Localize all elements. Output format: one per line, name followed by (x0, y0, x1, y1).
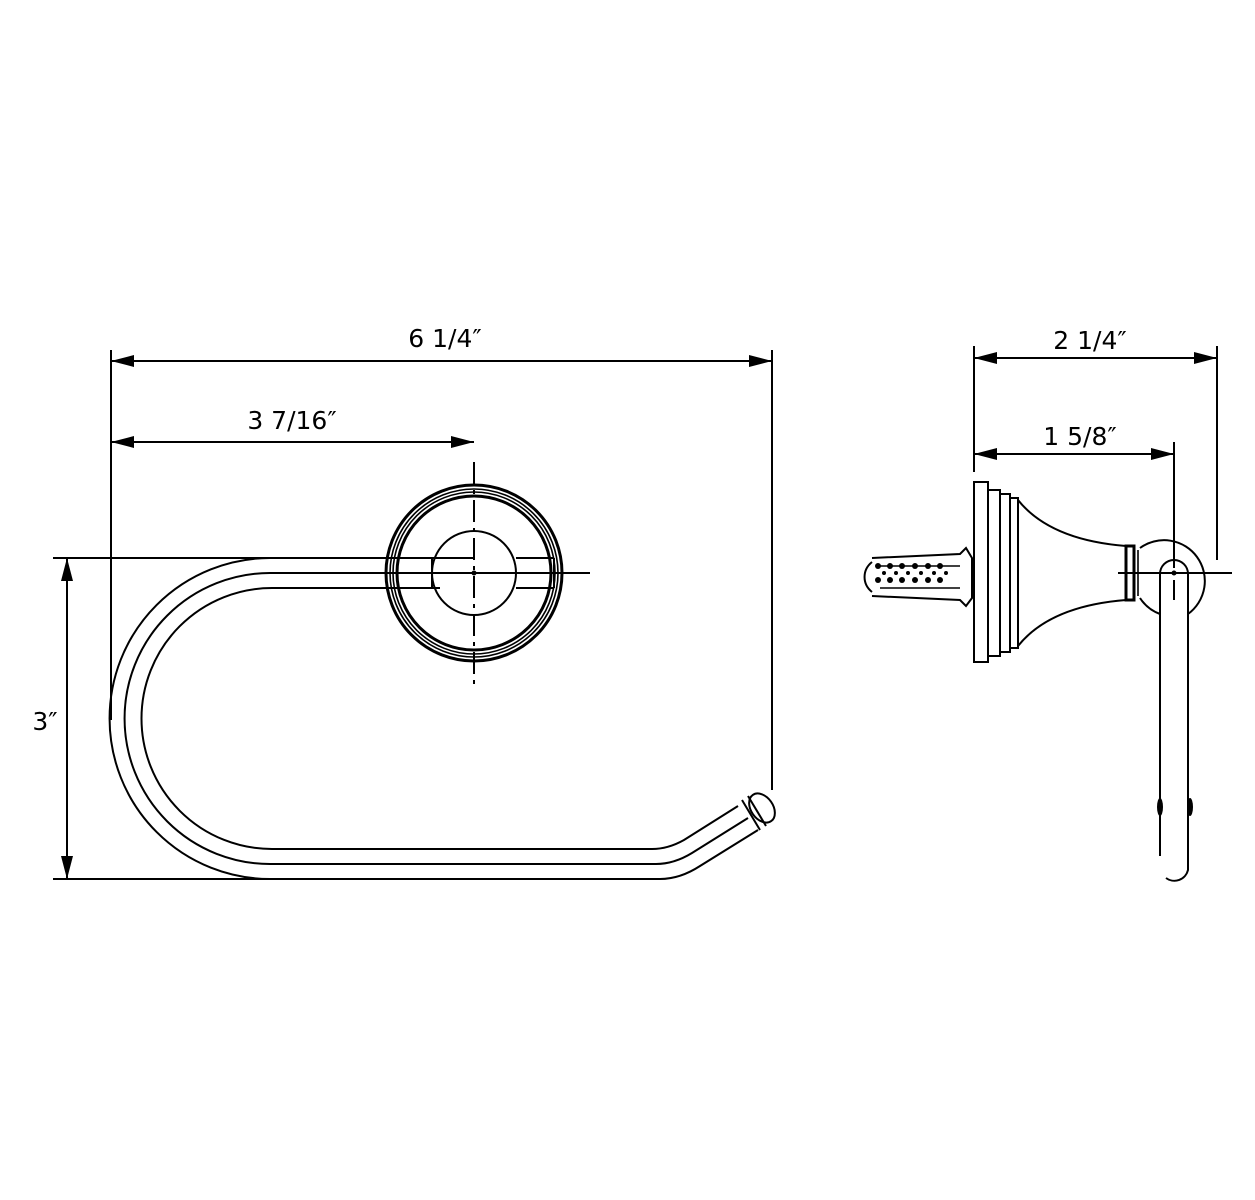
towel-ring-arm (108, 557, 759, 880)
arrow-down-icon (61, 856, 73, 879)
front-view: 6 1/4″ 3 7/16″ 3″ (32, 324, 776, 880)
arrow-right-icon (1194, 352, 1217, 364)
wall-anchor (863, 546, 973, 608)
arrow-right-icon (1151, 448, 1174, 460)
mounting-rosette (384, 462, 590, 688)
arrow-left-icon (111, 436, 134, 448)
dimension-overall-height: 3″ (32, 558, 73, 879)
arrow-up-icon (61, 558, 73, 581)
dimension-label-arm: 1 5/8″ (1043, 422, 1116, 451)
anchor-ridges (875, 563, 948, 583)
dimension-overall-depth: 2 1/4″ (974, 326, 1217, 364)
arrow-left-icon (111, 355, 134, 367)
arrow-left-icon (974, 352, 997, 364)
dimension-arm-depth: 1 5/8″ (974, 422, 1174, 460)
dimension-label-height: 3″ (32, 707, 57, 736)
side-view: 2 1/4″ 1 5/8″ (863, 326, 1232, 882)
dimension-label-width: 6 1/4″ (408, 324, 481, 353)
mounting-flange (973, 481, 1139, 663)
arm-end-cap (741, 792, 776, 831)
arrow-right-icon (451, 436, 474, 448)
arrow-right-icon (749, 355, 772, 367)
dimension-mount-offset: 3 7/16″ (111, 406, 474, 448)
side-arm (1118, 530, 1232, 882)
dimension-overall-width: 6 1/4″ (111, 324, 772, 367)
dimension-label-offset: 3 7/16″ (247, 406, 336, 435)
dimension-label-depth: 2 1/4″ (1053, 326, 1126, 355)
arrow-left-icon (974, 448, 997, 460)
